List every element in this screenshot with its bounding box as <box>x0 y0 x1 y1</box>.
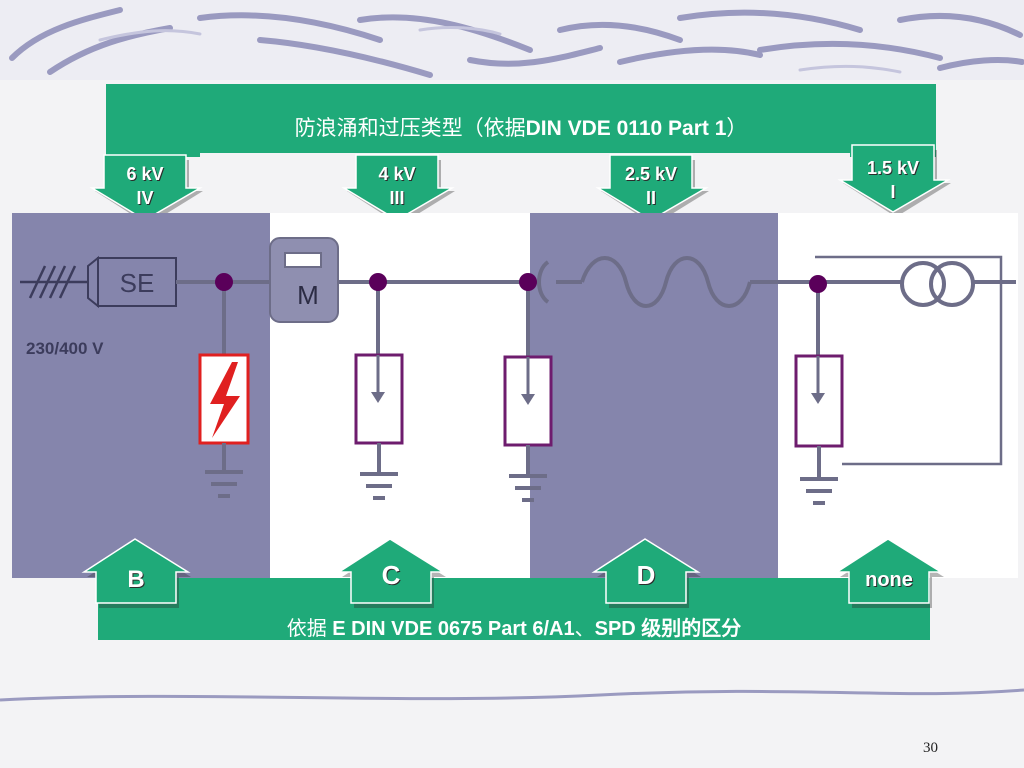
category-voltage-ii: 2.5 kV <box>624 164 678 184</box>
class-label-b: B <box>127 566 145 593</box>
category-arrow-iii <box>341 154 455 225</box>
category-roman-iv: IV <box>136 188 154 208</box>
category-label-i: 1.5 kV I <box>846 156 940 204</box>
category-label-ii: 2.5 kV II <box>606 162 696 210</box>
category-voltage-iii: 4 kV <box>378 164 416 184</box>
transformer-symbol <box>900 261 975 307</box>
meter-label: M <box>297 280 319 310</box>
top-banner-title-close: ） <box>726 117 748 140</box>
category-arrow-i <box>837 144 951 217</box>
junction-dot-4 <box>809 275 827 293</box>
bottom-banner-separator: 、 <box>574 618 595 640</box>
class-arrow-b <box>81 538 191 608</box>
se-label: SE <box>119 268 155 298</box>
cable-hatch-symbol <box>20 265 90 299</box>
device-circuit-loop <box>815 255 1003 466</box>
bottom-banner-standard: E DIN VDE 0675 Part 6/A1 <box>332 618 575 640</box>
supply-voltage-label: 230/400 V <box>26 339 104 358</box>
category-arrow-iv <box>89 154 203 225</box>
top-banner-title-cn: 防浪涌和过压类型（依据 <box>294 117 526 140</box>
category-roman-iii: III <box>389 188 405 208</box>
bottom-banner <box>98 578 930 640</box>
class-arrow-c <box>336 538 446 608</box>
category-voltage-i: 1.5 kV <box>866 158 920 178</box>
class-label-none: none <box>865 569 913 591</box>
category-roman-i: I <box>890 182 896 202</box>
junction-dot-2 <box>369 273 387 291</box>
top-banner-title-std: DIN VDE 0110 Part 1 <box>525 117 727 140</box>
slide-number: 30 <box>923 740 938 756</box>
service-entrance-box <box>87 255 177 309</box>
category-arrow-ii <box>595 154 709 225</box>
junction-dot-1 <box>215 273 233 291</box>
class-arrow-none <box>834 538 944 608</box>
zone-panel-3 <box>530 213 778 578</box>
class-label-c: C <box>381 560 401 590</box>
connector-bracket <box>537 260 550 304</box>
category-label-iii: 4 kV III <box>352 162 442 210</box>
ground-symbol-none <box>800 446 838 505</box>
ground-symbol-b <box>205 443 243 498</box>
decorative-footer-wave <box>0 688 1024 702</box>
bottom-banner-suffix: SPD 级别的区分 <box>594 618 742 640</box>
junction-dot-3 <box>519 273 537 291</box>
class-label-d: D <box>636 560 656 590</box>
bottom-banner-title: 依据 E DIN VDE 0675 Part 6/A1、SPD 级别的区分 <box>98 612 930 641</box>
surge-protector-none <box>794 354 844 448</box>
surge-protector-c <box>354 353 404 445</box>
ground-symbol-c <box>360 443 398 500</box>
top-banner <box>106 84 936 157</box>
decorative-header <box>0 0 1024 80</box>
category-label-iv: 6 kV IV <box>100 162 190 210</box>
category-voltage-iv: 6 kV <box>126 164 164 184</box>
meter-symbol <box>269 237 339 323</box>
class-arrow-d <box>591 538 701 608</box>
top-banner-title: 防浪涌和过压类型（依据DIN VDE 0110 Part 1） <box>106 112 936 142</box>
lightning-arrester-b <box>198 353 250 445</box>
ground-symbol-d <box>509 445 547 502</box>
bottom-banner-prefix: 依据 <box>286 618 327 640</box>
category-roman-ii: II <box>645 188 656 208</box>
surge-protector-d <box>503 355 553 447</box>
